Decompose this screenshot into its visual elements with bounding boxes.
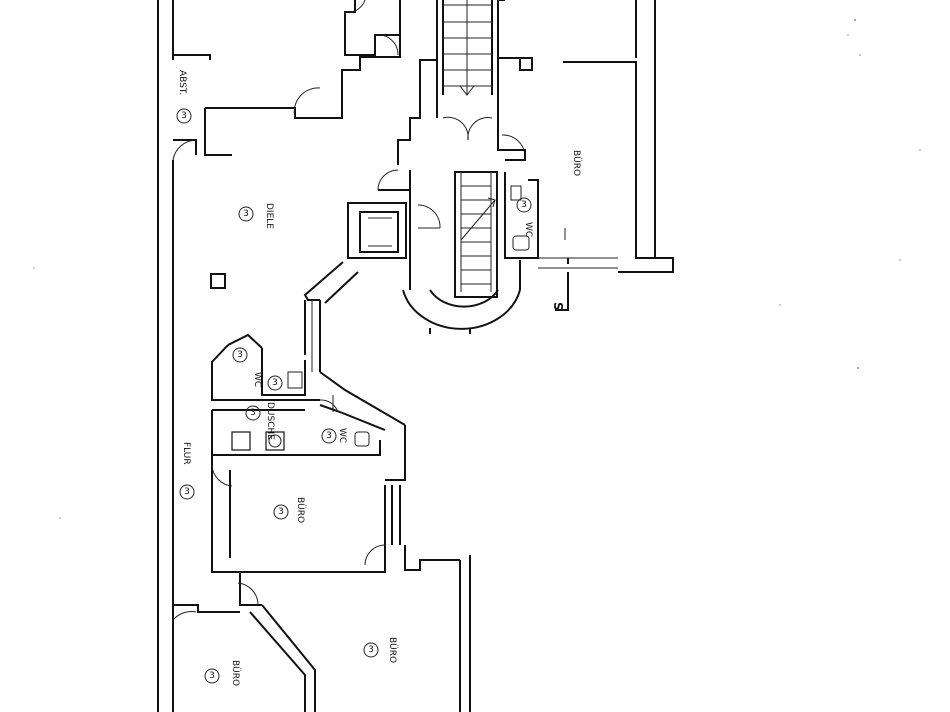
section-marker: S [551,258,569,311]
room-number-wc-stair: 3 [521,200,527,210]
top-rooms [172,0,401,161]
label-buero-bottom: BÜRO [230,660,241,686]
label-wc-3: WC [523,222,533,237]
office-bottom [172,604,240,621]
stair-hall [377,116,526,334]
room-number-flur: 3 [184,487,190,497]
lower-staircase [454,171,498,298]
label-buero-top: BÜRO [571,150,582,176]
room-number-wc-small: 3 [272,378,278,388]
label-dusche: DUSCHE [265,402,275,440]
label-abst: ABST. [177,70,187,95]
section-label: S [551,302,565,311]
outer-walls [157,0,674,712]
label-wc-1: WC [252,372,262,387]
room-number-buero-right: 3 [368,645,374,655]
diele-pillar [210,273,226,289]
room-number-dusche: 3 [250,408,256,418]
room-labels: ABST. DIELE BÜRO FLUR DUSCHE WC WC WC BÜ… [177,70,582,686]
room-number-abst: 3 [181,111,187,121]
upper-staircase [397,0,533,165]
label-diele: DIELE [264,203,274,229]
room-number-wc-right: 3 [326,431,332,441]
label-wc-2: WC [337,428,347,443]
room-number-diele: 3 [243,209,249,219]
room-number-buero-mid: 3 [278,507,284,517]
office-right [237,572,316,712]
label-buero-right: BÜRO [387,637,398,663]
room-number-circles: 3 3 3 3 3 3 3 3 3 3 3 [176,108,532,684]
room-number-wc-top: 3 [237,350,243,360]
room-number-buero-bottom: 3 [209,671,215,681]
lift-shaft [347,202,407,259]
label-flur: FLUR [181,442,191,465]
bathroom-block [211,333,406,481]
scan-specks [33,19,921,519]
stair-wc [504,172,618,269]
diagonal-corridor [303,261,359,372]
office-mid [211,455,471,712]
label-buero-mid: BÜRO [295,497,306,523]
